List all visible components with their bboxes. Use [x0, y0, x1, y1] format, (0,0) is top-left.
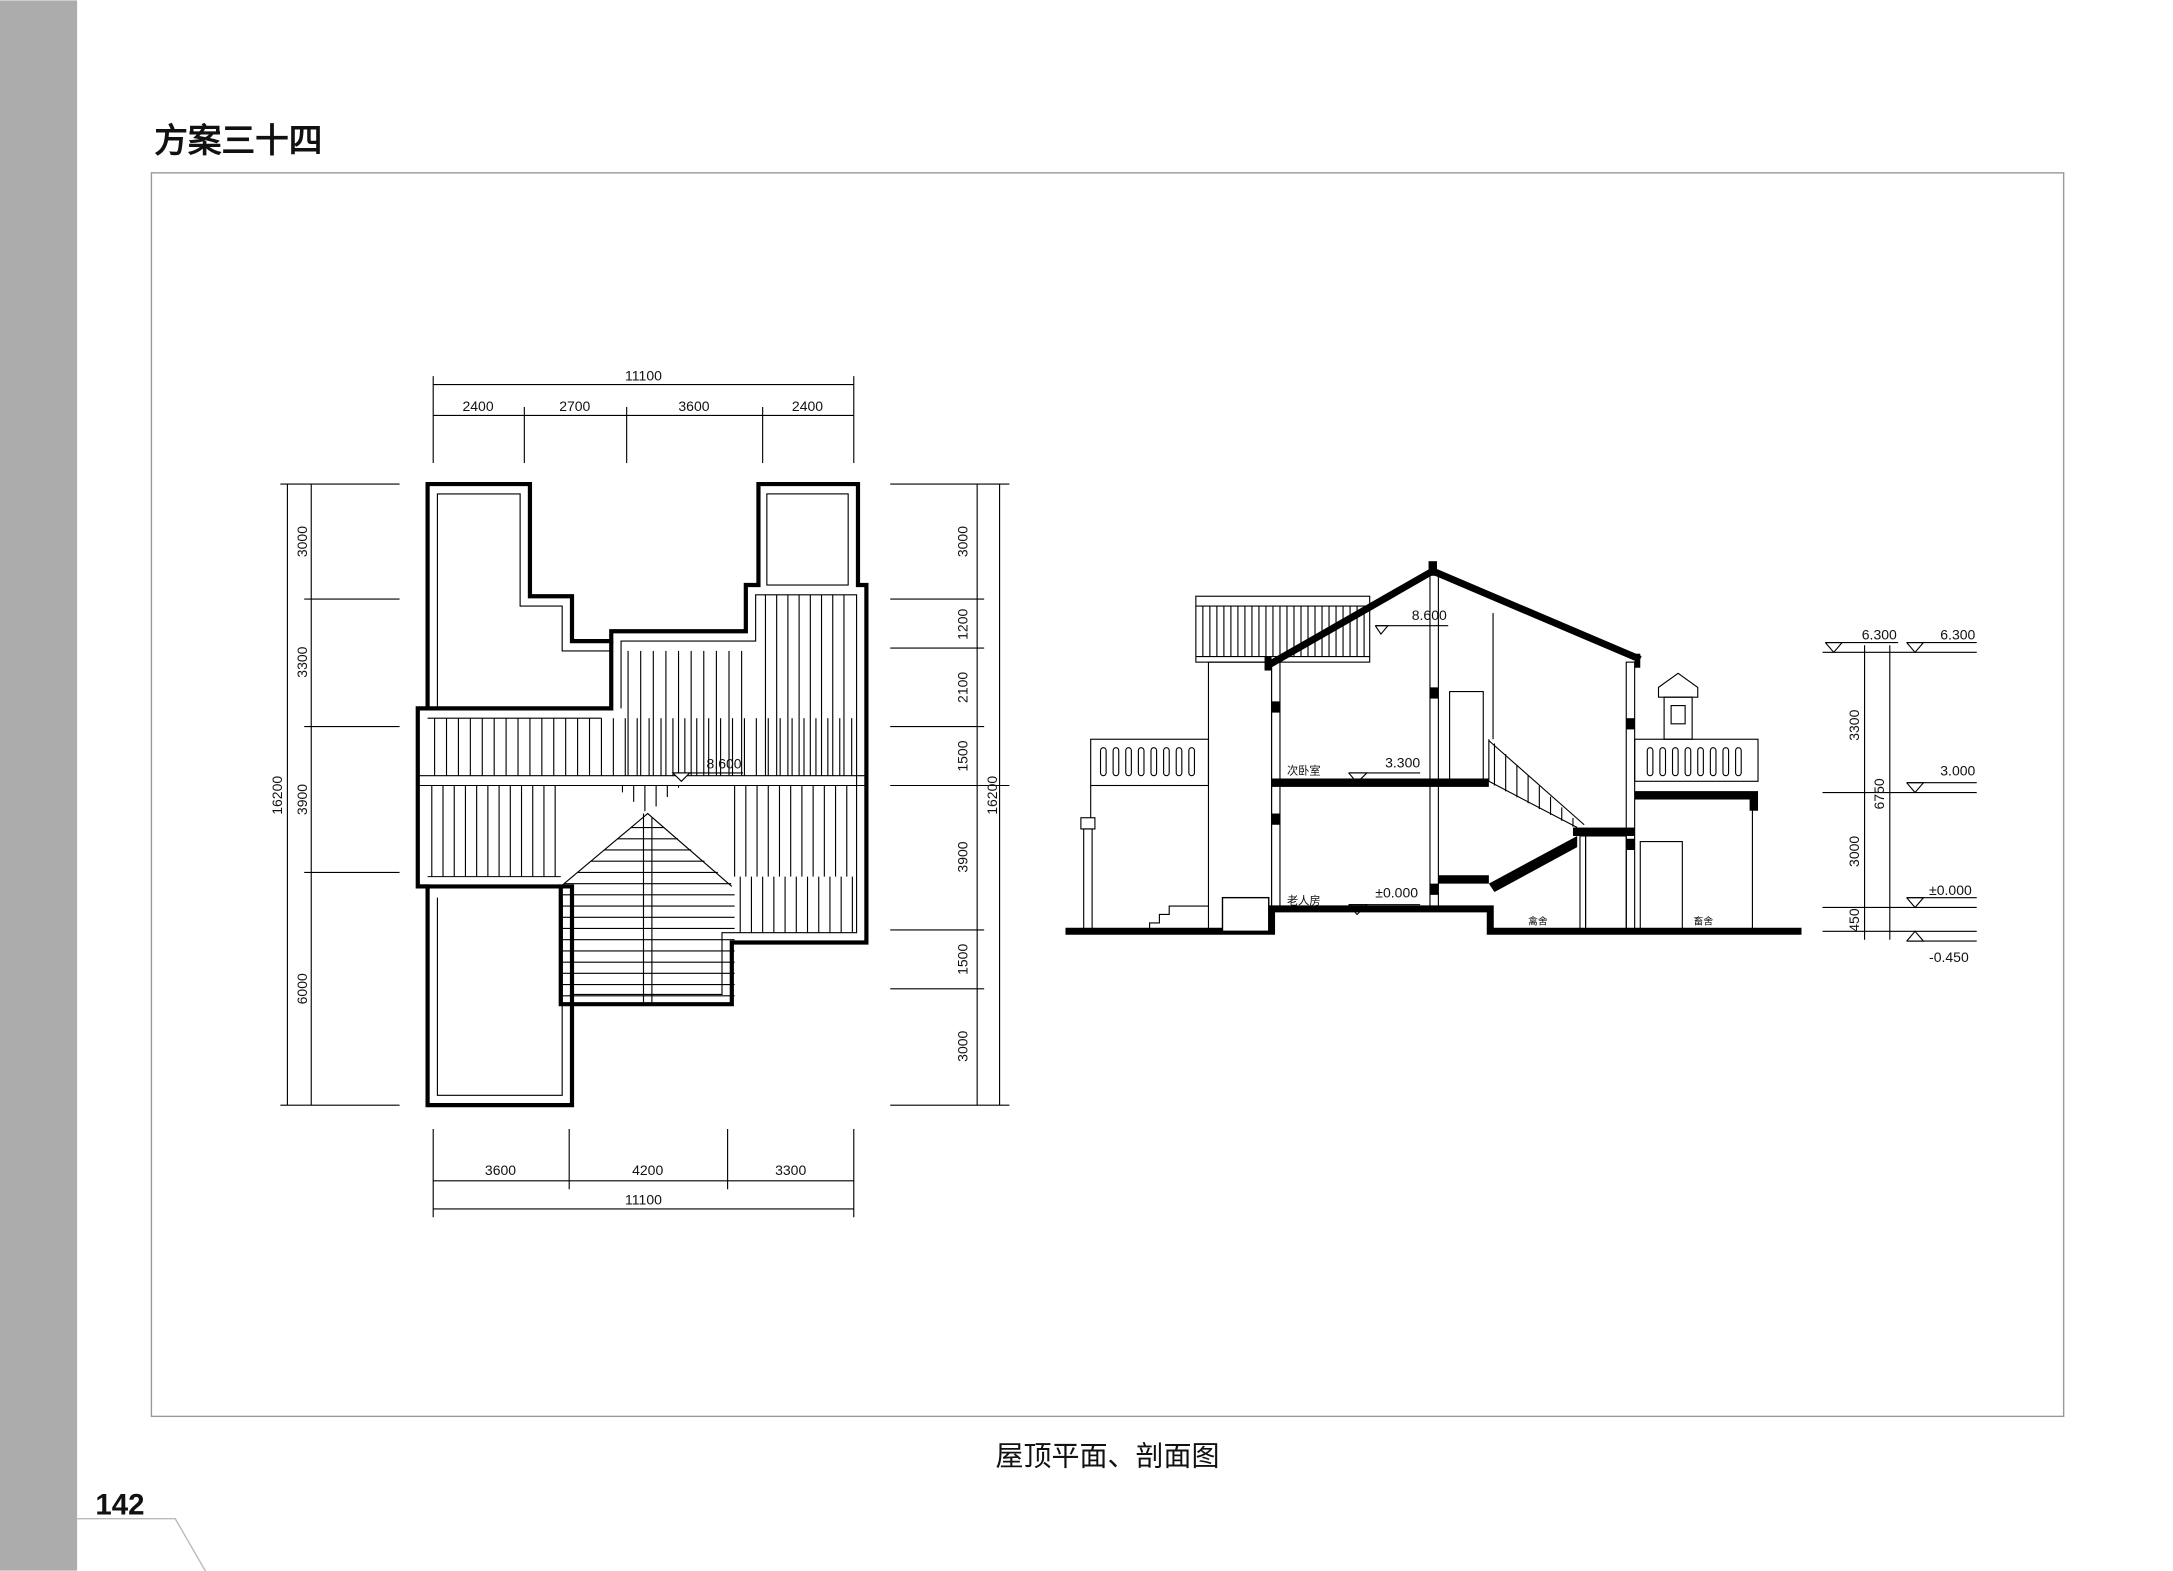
dim-right-2: 1200 [954, 608, 970, 639]
room-label-livestock: 畜舍 [1694, 914, 1714, 927]
baluster [1684, 747, 1692, 777]
page-title: 方案三十四 [154, 122, 322, 160]
side-bar [0, 0, 78, 1571]
dim-bottom-3: 3300 [775, 1162, 806, 1178]
baluster [1722, 747, 1730, 777]
dim-left-1: 3000 [294, 526, 310, 557]
section-floor2-elevation: 3.300 [1385, 754, 1420, 770]
baluster [1125, 747, 1132, 777]
ground-line [1065, 905, 1802, 935]
level-left-top: 6.300 [1862, 627, 1897, 643]
baluster [1099, 747, 1107, 777]
roof-outline [415, 481, 869, 1108]
level-terrace: 3.000 [1940, 763, 1975, 779]
baluster [1697, 747, 1704, 777]
section-roof-elevation: 8.600 [1412, 607, 1447, 623]
baluster [1709, 747, 1717, 777]
dim-right-6: 1500 [954, 944, 970, 975]
elevation-marker-icon [671, 772, 692, 783]
dim-bottom-2: 4200 [632, 1162, 663, 1178]
room-label-upper: 次卧室 [1287, 763, 1321, 777]
dim-top-3: 3600 [678, 398, 709, 414]
dim-bottom-1: 3600 [485, 1162, 516, 1178]
baluster [1137, 747, 1145, 777]
right-dimensions [890, 483, 1010, 1106]
dim-right-5: 3900 [954, 841, 970, 872]
baluster [1646, 747, 1654, 777]
baluster [1175, 747, 1183, 777]
dim-right-1: 3000 [954, 526, 970, 557]
dim-top-1: 2400 [462, 398, 493, 414]
staircase [1488, 739, 1585, 829]
bottom-dimensions [432, 1128, 855, 1218]
left-dimensions [280, 483, 400, 1106]
dim-plinth: 450 [1846, 908, 1862, 932]
dim-right-7: 3000 [954, 1030, 970, 1061]
page-number: 142 [95, 1489, 144, 1522]
section-ground-elevation: ±0.000 [1375, 885, 1418, 901]
dim-upper: 3300 [1846, 709, 1862, 740]
dim-left-total: 16200 [269, 776, 285, 815]
baluster [1150, 747, 1158, 777]
baluster [1735, 747, 1742, 777]
dim-left-4: 6000 [294, 973, 310, 1004]
dim-lower: 3000 [1846, 836, 1862, 867]
dim-right-3: 2100 [954, 672, 970, 703]
room-label-lower: 老人房 [1287, 895, 1321, 908]
dim-left-3: 3900 [294, 784, 310, 815]
dim-top-2: 2700 [559, 398, 590, 414]
top-dimensions [432, 376, 855, 464]
parapet-inner-lines [417, 493, 867, 1096]
dim-top-total: 11100 [625, 367, 662, 383]
dim-left-2: 3300 [294, 646, 310, 677]
baluster [1112, 747, 1120, 777]
baluster [1188, 747, 1196, 777]
section-level-dimensions [1822, 641, 1977, 942]
dim-right-total: 16200 [984, 776, 1000, 815]
dim-top-4: 2400 [792, 398, 823, 414]
ridge-elevation: 8.600 [707, 756, 742, 772]
level-right-top: 6.300 [1940, 627, 1975, 643]
baluster [1163, 747, 1170, 777]
drawing-caption: 屋顶平面、剖面图 [995, 1440, 1219, 1471]
planter [1221, 896, 1270, 933]
level-ground: ±0.000 [1929, 882, 1972, 898]
dim-right-4: 1500 [954, 740, 970, 771]
dim-bottom-total: 11100 [625, 1192, 662, 1208]
page-number-line [77, 1518, 207, 1571]
roof-plan: 11100 2400 2700 3600 2400 16200 3000 330… [269, 367, 1010, 1218]
gable-roof [1267, 567, 1642, 668]
section-drawing: 8.600 3.300 ±0.000 次卧室 老人房 禽舍 畜舍 6.300 6… [1065, 561, 1977, 965]
drawing-frame [150, 172, 2065, 1418]
chimney-cap [1657, 672, 1699, 698]
dim-total: 6750 [1871, 778, 1887, 809]
roof-hatching [431, 594, 853, 997]
room-label-poultry: 禽舍 [1528, 914, 1548, 927]
level-outdoor: -0.450 [1929, 949, 1969, 965]
baluster [1659, 747, 1667, 777]
baluster [1671, 747, 1679, 777]
